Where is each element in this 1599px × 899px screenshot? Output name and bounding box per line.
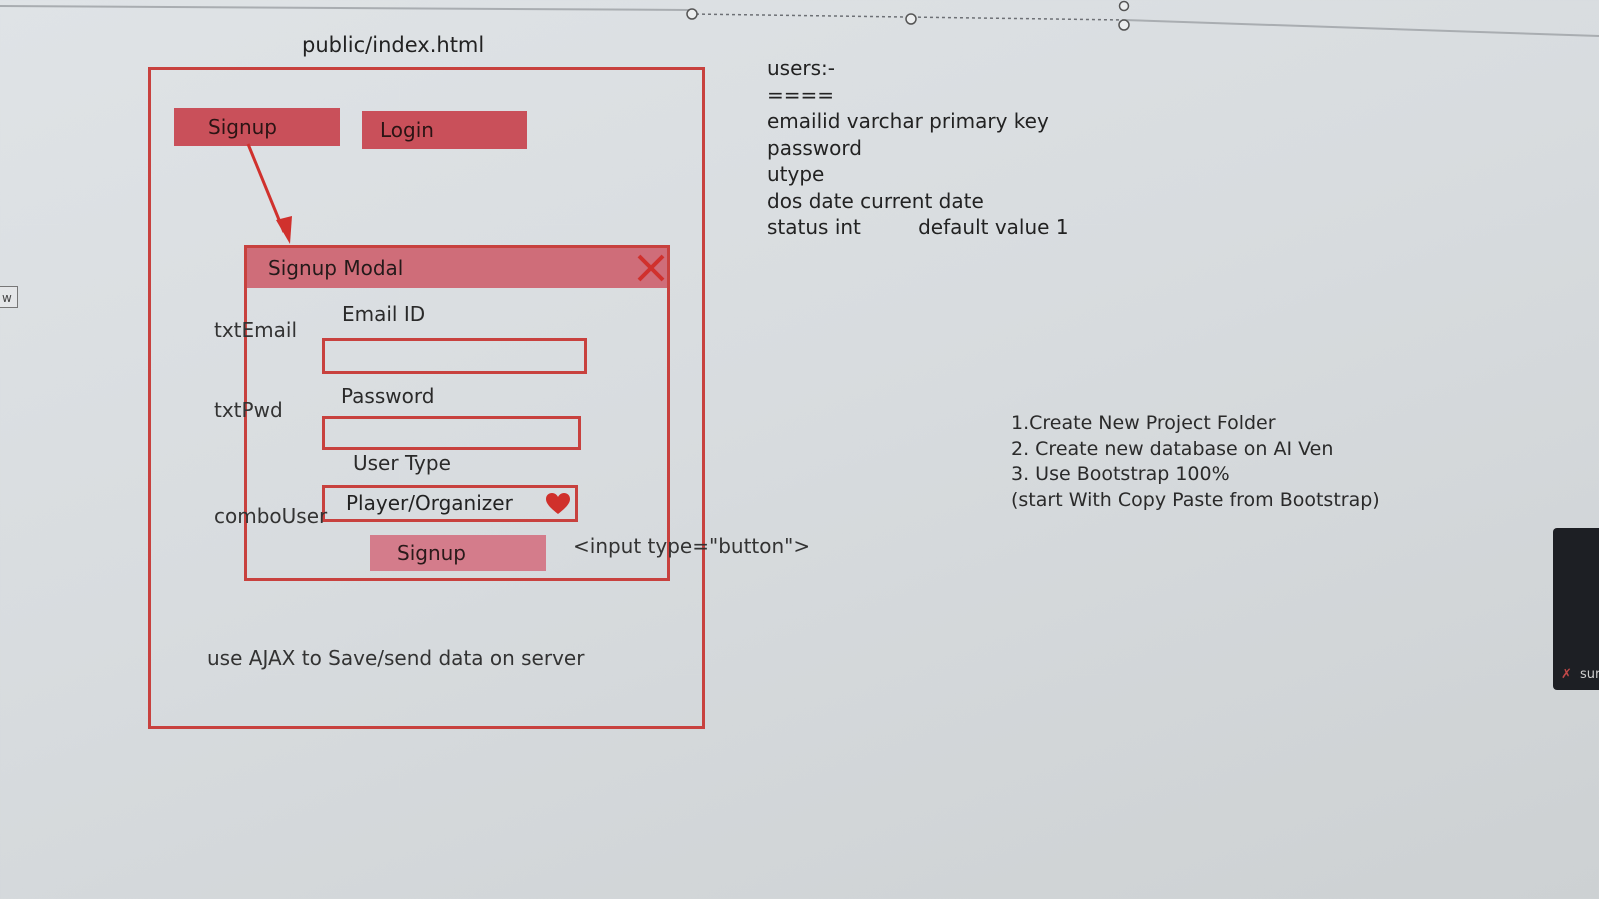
- step-item: 3. Use Bootstrap 100%: [1011, 463, 1230, 485]
- usertype-value: Player/Organizer: [346, 491, 513, 515]
- usertype-label: User Type: [353, 451, 451, 475]
- page-frame: [148, 67, 705, 729]
- modal-signup-button[interactable]: Signup: [370, 535, 546, 571]
- selection-guide: [0, 0, 1599, 37]
- step-item: 1.Create New Project Folder: [1011, 412, 1276, 434]
- password-field[interactable]: [322, 416, 581, 450]
- schema-line: emailid varchar primary key: [767, 109, 1049, 133]
- login-button[interactable]: Login: [362, 111, 527, 149]
- password-id-label: txtPwd: [214, 398, 283, 422]
- password-label: Password: [341, 384, 435, 408]
- email-field[interactable]: [322, 338, 587, 374]
- schema-line: utype: [767, 162, 825, 186]
- guide-handle[interactable]: [905, 13, 917, 25]
- usertype-id-label: comboUser: [214, 504, 328, 528]
- mic-off-icon: ✗: [1561, 667, 1572, 682]
- signup-modal: [244, 245, 670, 581]
- schema-line: password: [767, 135, 862, 160]
- usertype-select[interactable]: [322, 485, 578, 522]
- input-type-note: <input type="button">: [573, 534, 811, 558]
- ajax-note: use AJAX to Save/send data on server: [207, 646, 585, 670]
- signup-button[interactable]: Signup: [174, 108, 340, 146]
- video-overlay-panel[interactable]: [1553, 528, 1599, 690]
- guide-handle[interactable]: [1118, 0, 1130, 12]
- steps-list: 1.Create New Project Folder 2. Create ne…: [1011, 411, 1380, 513]
- heart-icon: [546, 493, 570, 514]
- email-label: Email ID: [342, 302, 426, 326]
- guide-handle[interactable]: [1118, 19, 1130, 31]
- email-id-label: txtEmail: [214, 318, 298, 342]
- schema-line: status int default value 1: [767, 215, 1069, 239]
- step-item: (start With Copy Paste from Bootstrap): [1011, 488, 1380, 511]
- modal-title: Signup Modal: [268, 256, 404, 280]
- schema-line: users:-: [767, 56, 835, 80]
- schema-line: ====: [767, 82, 835, 107]
- file-title: public/index.html: [302, 33, 485, 57]
- step-item: 2. Create new database on AI Ven: [1011, 437, 1334, 460]
- modal-header: [247, 248, 667, 288]
- guide-handle[interactable]: [686, 8, 698, 20]
- arrow-connector: [246, 143, 292, 244]
- close-x-icon[interactable]: [636, 253, 666, 283]
- schema-line: dos date current date: [767, 188, 984, 213]
- users-schema: users:- ==== emailid varchar primary key…: [767, 55, 1069, 241]
- side-tab[interactable]: w: [0, 286, 18, 308]
- overlay-label: sur: [1580, 667, 1599, 682]
